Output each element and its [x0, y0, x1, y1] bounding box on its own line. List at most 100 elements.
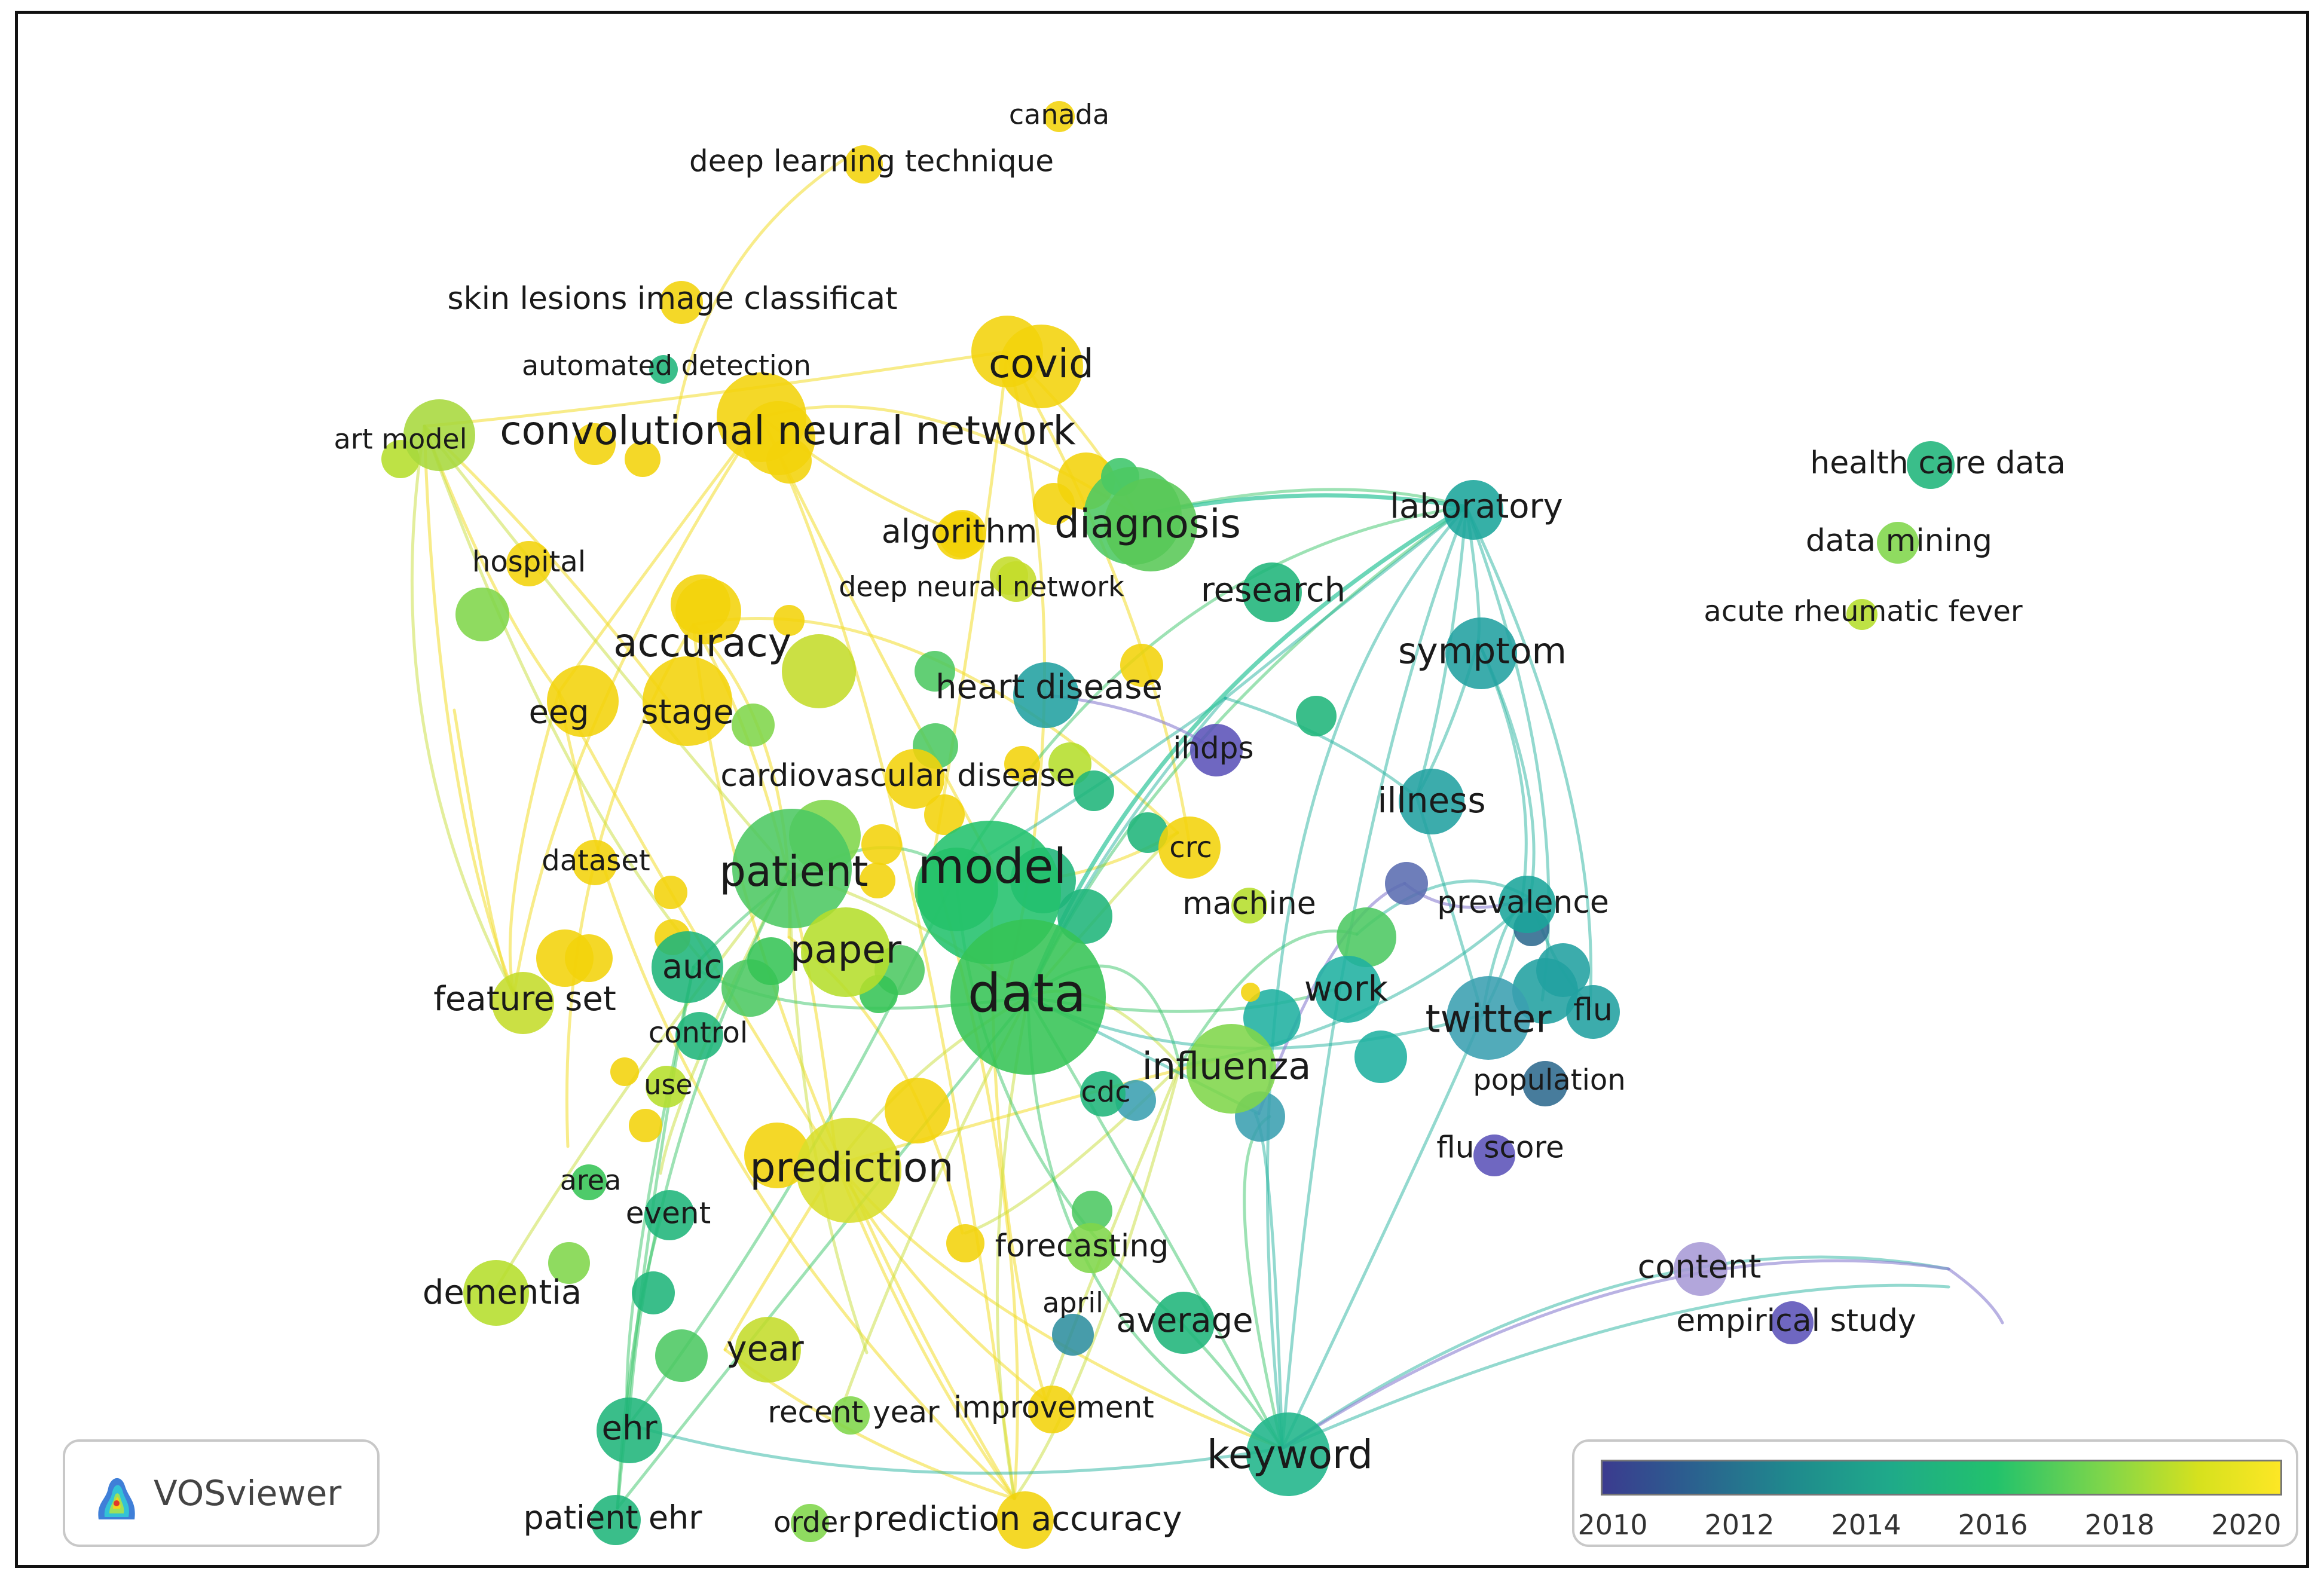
node-year[interactable]	[735, 1317, 801, 1383]
node-data-mining[interactable]	[1877, 522, 1919, 564]
node-bubble[interactable]	[565, 934, 613, 982]
node-bubble[interactable]	[1057, 889, 1112, 944]
node-average[interactable]	[1152, 1292, 1215, 1354]
node-research[interactable]	[1242, 562, 1302, 622]
node-content[interactable]	[1674, 1242, 1727, 1296]
node-ihdps[interactable]	[1190, 724, 1243, 776]
node-stage[interactable]	[643, 656, 732, 746]
node-bubble[interactable]	[885, 1078, 950, 1143]
node-bubble[interactable]	[782, 634, 856, 708]
node-deep-learning-technique[interactable]	[845, 145, 883, 184]
node-art-model[interactable]	[403, 399, 475, 471]
node-canada[interactable]	[1044, 101, 1075, 132]
node-bubble[interactable]	[1296, 696, 1337, 736]
node-bubble[interactable]	[861, 824, 902, 865]
label-cnn: convolutional neural network	[500, 408, 1076, 454]
node-bubble[interactable]	[1354, 1030, 1407, 1083]
node-bubble[interactable]	[1385, 862, 1428, 905]
node-prediction[interactable]	[796, 1118, 901, 1223]
node-acute-rheumatic-fever[interactable]	[1846, 599, 1877, 630]
node-cnn[interactable]	[741, 401, 815, 475]
node-population[interactable]	[1522, 1061, 1568, 1106]
node-bubble[interactable]	[1074, 770, 1114, 811]
node-cdc[interactable]	[1080, 1071, 1126, 1117]
node-data[interactable]	[950, 919, 1106, 1075]
node-skin-lesions[interactable]	[660, 281, 703, 324]
node-bubble[interactable]	[1048, 742, 1091, 785]
node-forecasting[interactable]	[1066, 1223, 1116, 1273]
label-data-mining: data mining	[1806, 523, 1992, 559]
node-feature-set[interactable]	[492, 972, 554, 1034]
node-machine[interactable]	[1231, 888, 1267, 923]
node-empirical-study[interactable]	[1770, 1301, 1814, 1344]
node-patient-ehr[interactable]	[591, 1495, 641, 1545]
node-use[interactable]	[646, 1066, 687, 1108]
node-bubble[interactable]	[1072, 1191, 1112, 1231]
node-symptom[interactable]	[1445, 617, 1517, 689]
node-work[interactable]	[1314, 956, 1381, 1023]
node-crc[interactable]	[1158, 817, 1221, 879]
label-prediction-accuracy: prediction accuracy	[852, 1500, 1182, 1539]
node-deep-neural-network[interactable]	[996, 561, 1036, 602]
node-area[interactable]	[571, 1164, 607, 1200]
node-bubble[interactable]	[1115, 1080, 1156, 1121]
node-bubble[interactable]	[915, 651, 955, 692]
node-covid[interactable]	[999, 325, 1083, 408]
node-april[interactable]	[1052, 1314, 1094, 1356]
node-dementia[interactable]	[463, 1260, 529, 1326]
node-auc[interactable]	[652, 931, 723, 1003]
node-bubble[interactable]	[1033, 483, 1075, 525]
node-flu[interactable]	[1566, 985, 1620, 1039]
node-bubble[interactable]	[732, 704, 775, 747]
node-bubble[interactable]	[1120, 644, 1163, 687]
node-bubble[interactable]	[773, 605, 805, 636]
node-automated-detection[interactable]	[649, 355, 678, 384]
node-accuracy[interactable]	[675, 579, 741, 644]
node-cardiovascular-disease[interactable]	[885, 749, 944, 809]
node-bubble[interactable]	[946, 1224, 984, 1262]
node-control[interactable]	[675, 1012, 723, 1060]
node-paper[interactable]	[801, 907, 891, 997]
node-bubble[interactable]	[1241, 983, 1260, 1002]
node-recent-year[interactable]	[831, 1396, 870, 1435]
node-health-care-data[interactable]	[1907, 441, 1955, 489]
node-bubble[interactable]	[924, 794, 965, 835]
node-ehr[interactable]	[597, 1397, 662, 1463]
node-diagnosis[interactable]	[1104, 478, 1197, 571]
node-bubble[interactable]	[655, 1329, 708, 1382]
node-flu-score[interactable]	[1473, 1134, 1515, 1176]
node-influenza[interactable]	[1187, 1024, 1276, 1114]
node-bubble[interactable]	[654, 876, 687, 909]
node-bubble[interactable]	[747, 937, 795, 985]
node-twitter[interactable]	[1447, 976, 1530, 1060]
node-event[interactable]	[644, 1190, 695, 1240]
node-bubble[interactable]	[860, 863, 895, 898]
node-bubble[interactable]	[574, 423, 616, 465]
node-prevalence[interactable]	[1499, 876, 1556, 933]
node-improvement[interactable]	[1028, 1386, 1076, 1433]
node-heart-disease[interactable]	[1013, 662, 1079, 728]
node-bubble[interactable]	[548, 1242, 590, 1284]
node-illness[interactable]	[1399, 769, 1464, 834]
node-bubble[interactable]	[625, 441, 660, 477]
node-bubble[interactable]	[1004, 746, 1040, 782]
node-bubble[interactable]	[1243, 989, 1301, 1047]
node-dataset[interactable]	[572, 840, 617, 885]
node-bubble[interactable]	[455, 588, 509, 641]
node-bubble[interactable]	[1127, 812, 1168, 853]
node-patient[interactable]	[732, 809, 852, 928]
node-hospital[interactable]	[506, 541, 552, 586]
node-bubble[interactable]	[629, 1109, 662, 1142]
node-keyword[interactable]	[1246, 1412, 1330, 1496]
node-bubble[interactable]	[744, 1123, 810, 1188]
node-order[interactable]	[791, 1504, 829, 1542]
node-prediction-accuracy[interactable]	[996, 1491, 1054, 1549]
node-eeg[interactable]	[547, 665, 619, 737]
node-bubble[interactable]	[632, 1271, 675, 1314]
node-bubble[interactable]	[610, 1057, 639, 1086]
network-canvas[interactable]: canada deep learning technique skin lesi…	[15, 11, 2309, 1568]
node-bubble[interactable]	[1337, 907, 1396, 967]
keyword-cooccurrence-map[interactable]: canada deep learning technique skin lesi…	[18, 14, 2306, 1565]
node-algorithm[interactable]	[935, 512, 983, 559]
node-laboratory[interactable]	[1444, 480, 1503, 540]
